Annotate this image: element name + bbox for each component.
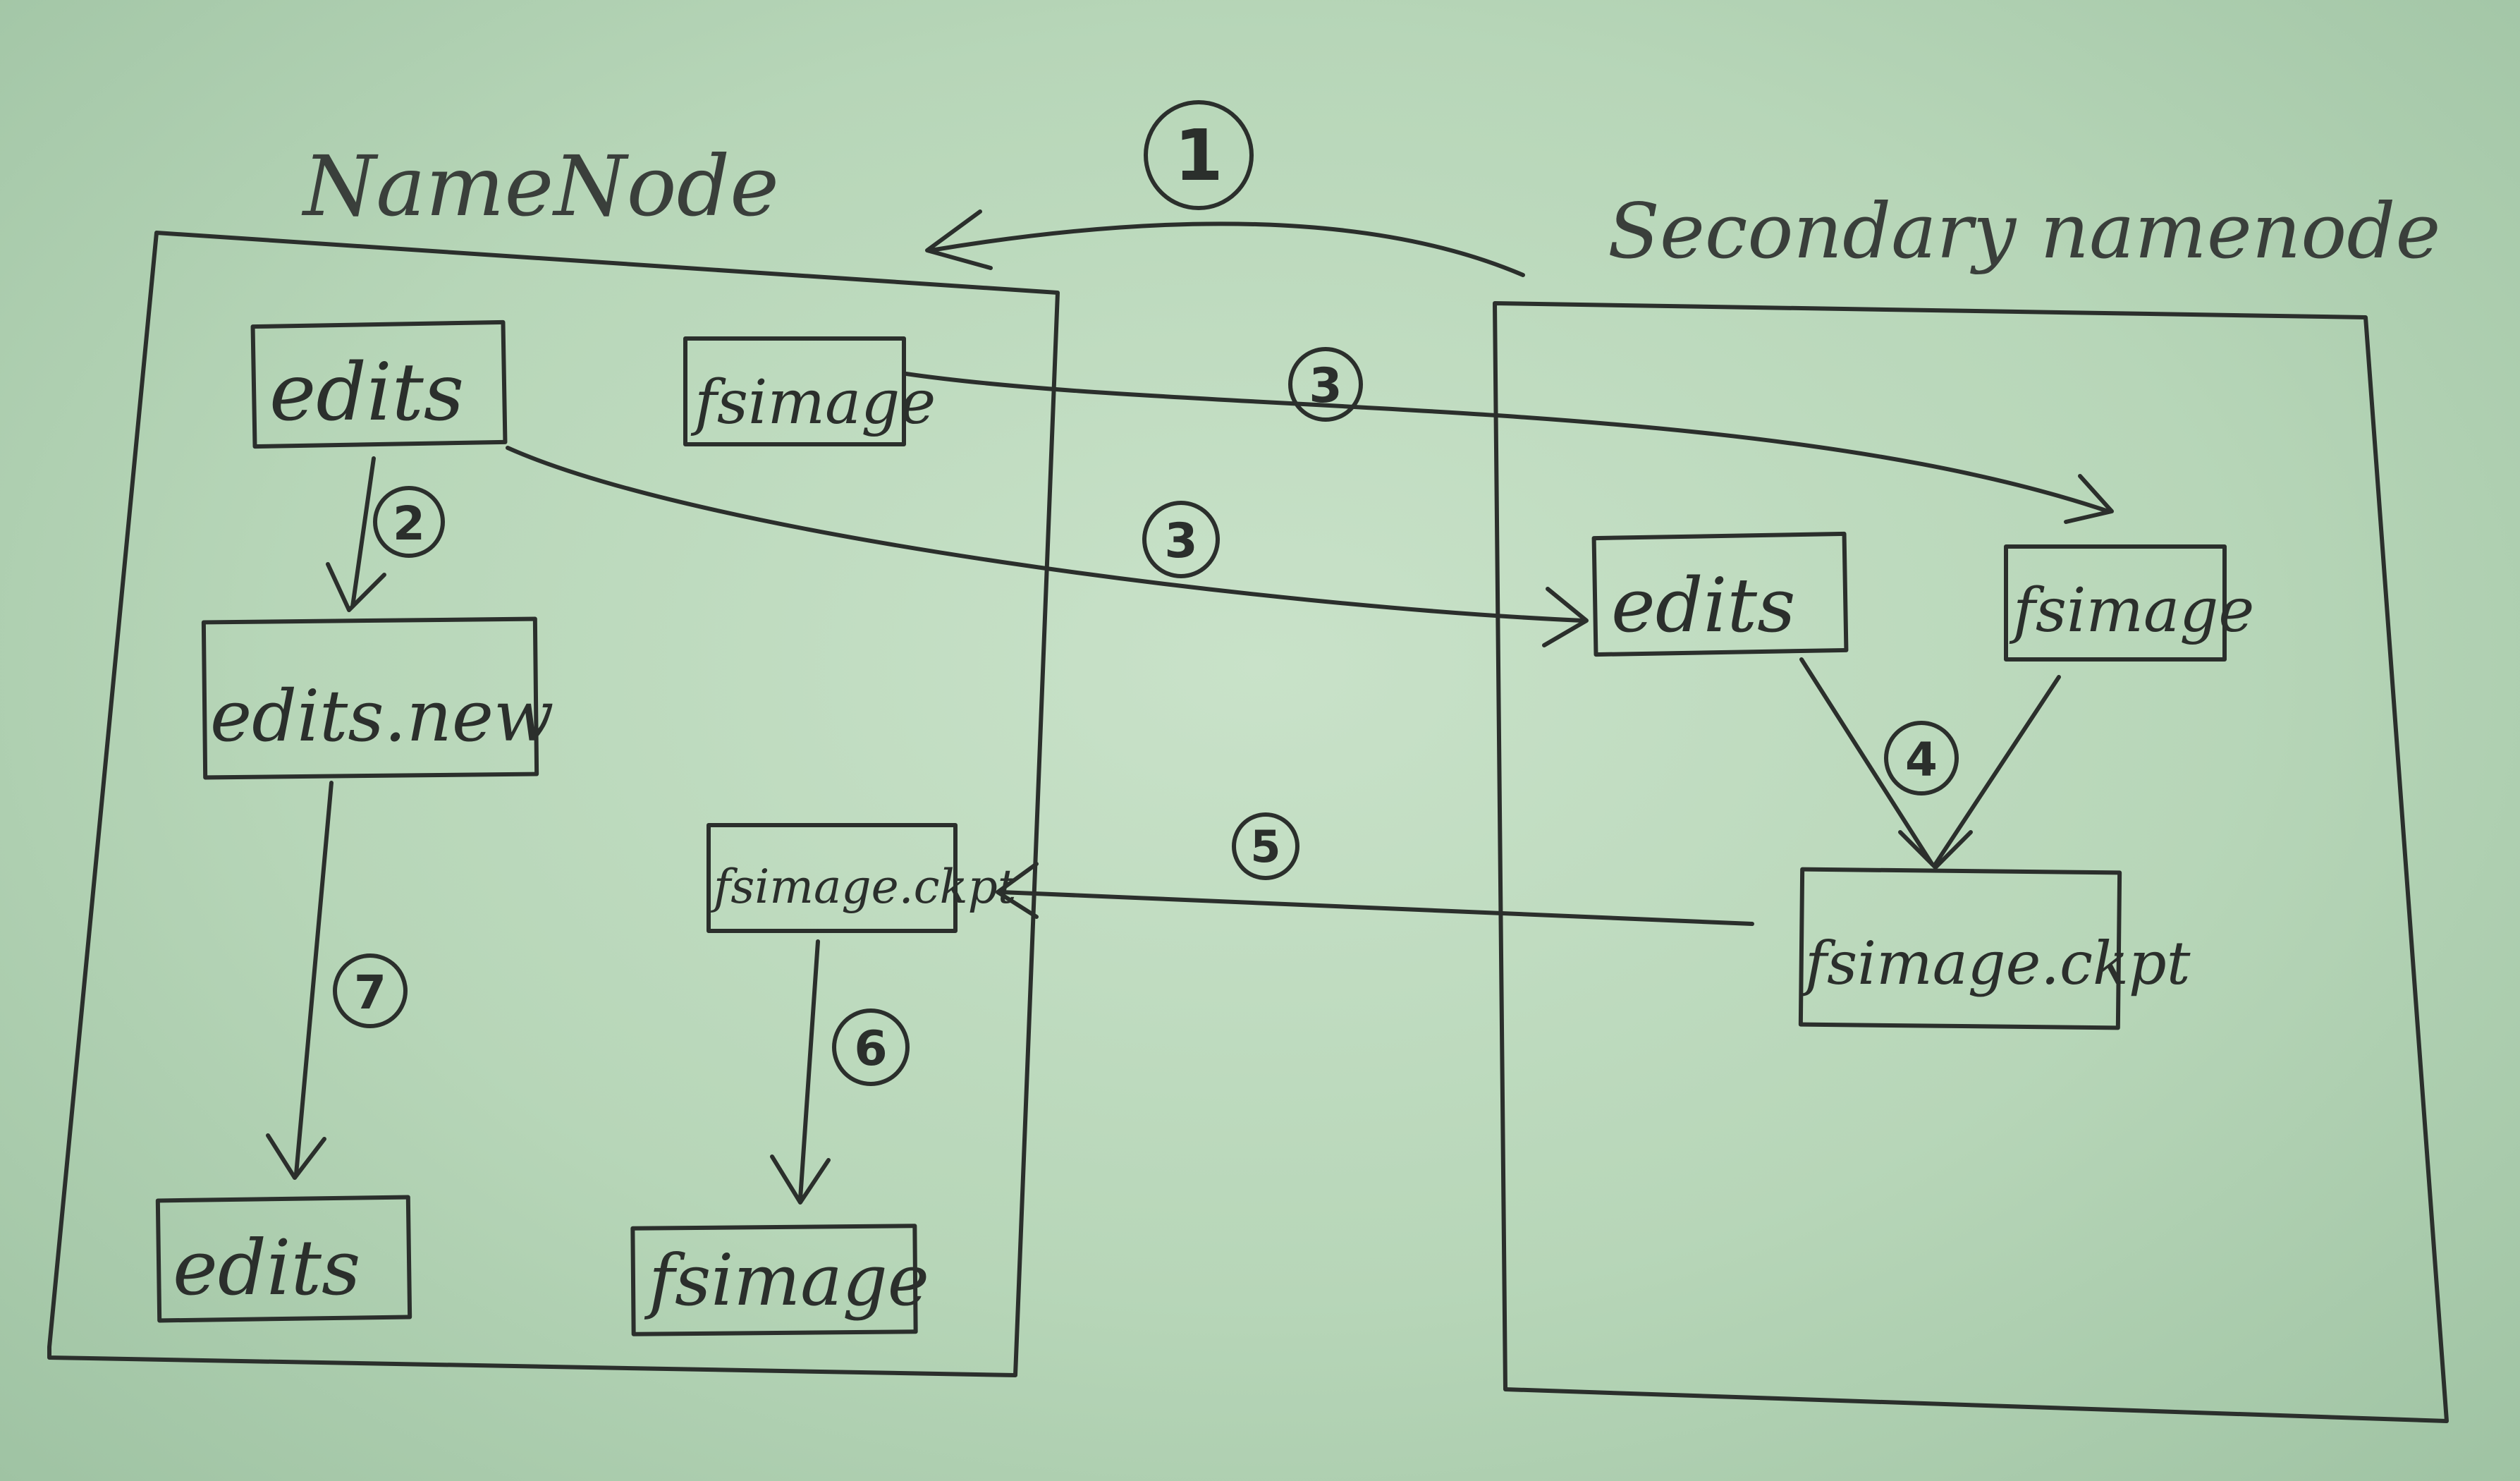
arrowhead-step-4 — [1898, 830, 1973, 870]
step-5-marker: 5 — [1232, 812, 1299, 880]
svg-text:5: 5 — [1250, 821, 1280, 872]
svg-text:2: 2 — [393, 496, 425, 551]
svg-text:fsimage.ckpt: fsimage.ckpt — [710, 860, 1017, 914]
svg-text:7: 7 — [354, 965, 386, 1020]
arrow-step-1 — [929, 221, 1525, 277]
step-3-edits-marker: 3 — [1142, 501, 1220, 578]
svg-text:fsimage: fsimage — [644, 1239, 929, 1322]
svg-text:edits: edits — [269, 347, 464, 439]
arrowhead-step-2 — [326, 562, 386, 612]
arrowhead-step-3-edits — [1542, 587, 1589, 647]
step-3-fsimage-marker: 3 — [1288, 347, 1363, 422]
svg-text:fsimage: fsimage — [690, 367, 936, 438]
secondary-namenode-title: Secondary namenode — [1608, 188, 2440, 276]
arrowhead-step-5 — [996, 862, 1039, 919]
step-2-marker: 2 — [373, 486, 445, 558]
namenode-fsimage-box: fsimage — [683, 336, 936, 446]
svg-text:3: 3 — [1309, 358, 1342, 414]
arrow-step-3-fsimage — [904, 372, 2110, 513]
secondary-panel — [1493, 301, 2449, 1423]
secondary-fsimage-ckpt-box: fsimage.ckpt — [1798, 867, 2191, 1030]
svg-text:edits.new: edits.new — [210, 675, 554, 757]
svg-text:fsimage: fsimage — [2009, 575, 2254, 646]
svg-text:fsimage.ckpt: fsimage.ckpt — [1801, 929, 2191, 998]
svg-text:6: 6 — [854, 1021, 887, 1077]
namenode-title: NameNode — [301, 138, 779, 235]
secondary-edits-box: edits — [1591, 531, 1849, 657]
namenode-fsimage-result-box: fsimage — [630, 1224, 929, 1336]
svg-text:edits: edits — [1611, 562, 1795, 649]
svg-text:4: 4 — [1905, 733, 1938, 787]
svg-text:1: 1 — [1174, 114, 1223, 197]
step-1-marker: 1 — [1144, 100, 1254, 210]
step-7-marker: 7 — [333, 953, 408, 1028]
arrow-step-5 — [999, 890, 1754, 926]
svg-text:edits: edits — [173, 1224, 360, 1312]
arrow-step-2 — [350, 456, 376, 609]
arrow-step-4-from-edits — [1799, 657, 1934, 866]
arrow-step-4-from-fsimage — [1933, 675, 2061, 866]
arrow-step-3-edits — [506, 446, 1585, 623]
namenode-edits-result-box: edits — [155, 1195, 412, 1323]
step-6-marker: 6 — [832, 1008, 910, 1086]
arrowhead-step-6 — [770, 1154, 831, 1205]
arrow-step-7 — [294, 781, 334, 1176]
namenode-edits-new-box: edits.new — [201, 616, 554, 780]
arrowhead-step-1 — [925, 209, 993, 270]
arrowhead-step-3-fsimage — [2064, 474, 2114, 524]
arrow-step-6 — [798, 939, 820, 1201]
svg-text:3: 3 — [1164, 513, 1197, 569]
secondary-fsimage-box: fsimage — [2004, 544, 2254, 662]
namenode-fsimage-ckpt-box: fsimage.ckpt — [707, 823, 1017, 933]
namenode-edits-box: edits — [250, 319, 508, 449]
namenode-panel — [47, 231, 1060, 1377]
arrowhead-step-7 — [266, 1133, 326, 1180]
step-4-marker: 4 — [1884, 721, 1959, 796]
